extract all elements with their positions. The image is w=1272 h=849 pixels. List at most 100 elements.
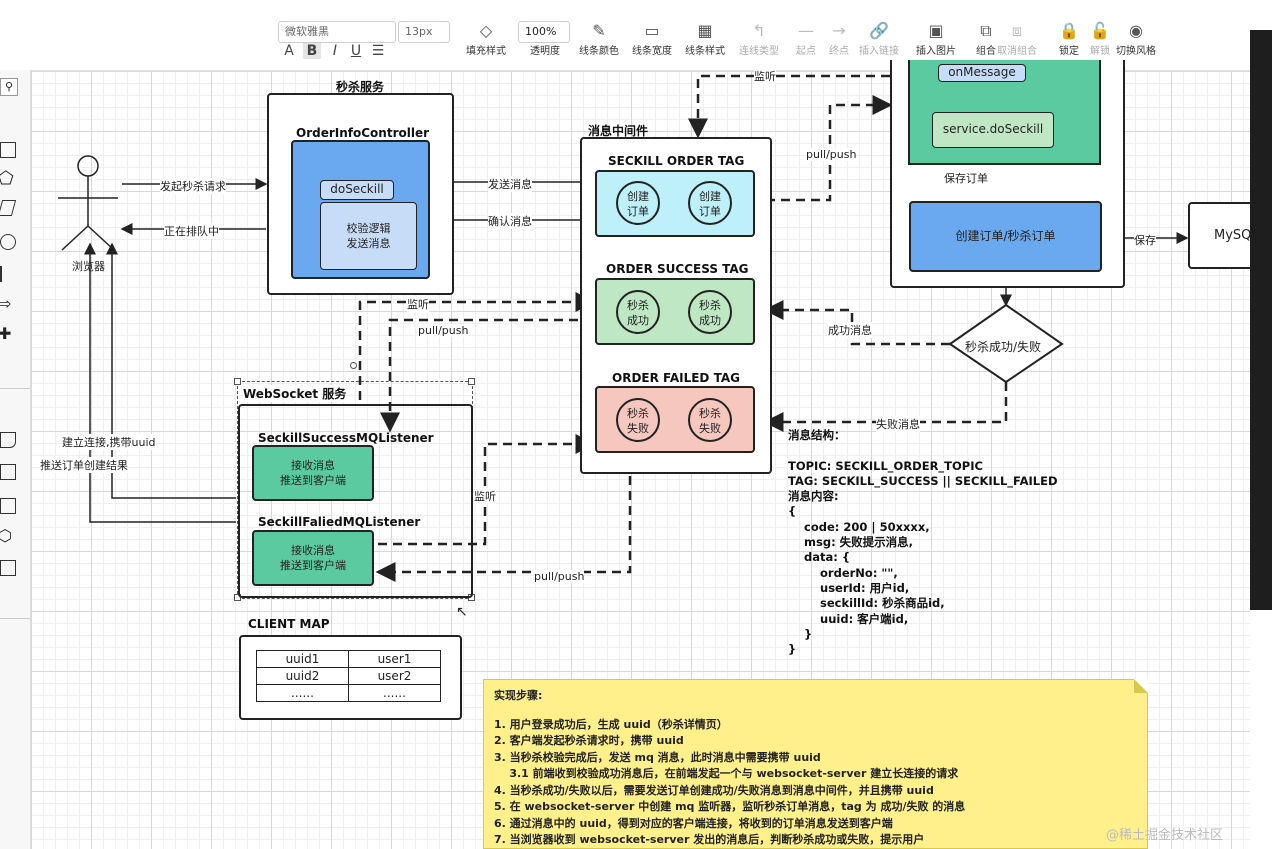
mysql-box[interactable]: MySQ	[1188, 202, 1258, 269]
line-style-button[interactable]: ▦线条样式	[674, 20, 736, 64]
tag-order-title: SECKILL ORDER TAG	[608, 154, 745, 168]
mq-title: 消息中间件	[588, 124, 649, 138]
image-icon: ▣	[928, 21, 944, 40]
opacity-button[interactable]: 透明度	[514, 20, 576, 64]
failed-listener-box[interactable]: 接收消息 推送到客户端	[252, 530, 374, 586]
document-shape-icon[interactable]	[0, 560, 16, 576]
connector-button[interactable]: ↰连线类型	[728, 20, 790, 64]
success-listener-box[interactable]: 接收消息 推送到客户端	[252, 445, 374, 501]
ws-service-box[interactable]	[238, 404, 473, 598]
fill-icon: ◇	[479, 21, 493, 40]
underline-icon[interactable]: U	[350, 43, 362, 59]
tag-success-title: ORDER SUCCESS TAG	[606, 262, 749, 276]
font-size-select[interactable]: 13px	[398, 21, 450, 43]
hexagon-shape-icon[interactable]: ⬡	[0, 526, 12, 545]
unlock-button[interactable]: 🔓解锁	[1069, 20, 1131, 64]
do-seckill-method[interactable]: doSeckill	[320, 180, 394, 200]
connector-push-result	[84, 242, 236, 523]
square-shape-icon[interactable]	[0, 498, 16, 514]
service-do-seckill-box[interactable]: service.doSeckill	[932, 112, 1054, 148]
note-fold-corner	[1134, 679, 1148, 693]
table-cell: uuid2	[256, 667, 349, 685]
create-order-circle-2: 创建 订单	[688, 181, 732, 225]
tag-failed-title: ORDER FAILED TAG	[612, 371, 740, 385]
ws-service-title: WebSocket 服务	[243, 385, 347, 402]
table-cell: uuid1	[256, 650, 349, 668]
ungroup-button[interactable]: ⧈取消组合	[986, 20, 1048, 64]
toolbar-button-label: 切换风格	[1116, 46, 1156, 57]
image-button[interactable]: ▣插入图片	[905, 20, 967, 64]
pull-push-top-label: pull/push	[806, 148, 857, 161]
push-result-label: 推送订单创建结果	[40, 457, 128, 473]
lock-button[interactable]: 🔒锁定	[1038, 20, 1100, 64]
success-circle-1: 秒杀 成功	[616, 290, 660, 334]
line-shape-icon[interactable]	[0, 266, 2, 282]
toolbar-button-label: 起点	[796, 46, 816, 57]
line-width-icon: ▭	[644, 21, 660, 40]
style-button[interactable]: ◉ 切换风格	[1105, 20, 1167, 64]
note-step: 7. 当浏览器收到 websocket-server 发出的消息后，判断秒杀成功…	[494, 833, 925, 846]
arrow-shape-icon[interactable]: ⇨	[0, 294, 12, 313]
group-button[interactable]: ⧉组合	[955, 20, 1017, 64]
validate-logic-box[interactable]: 校验逻辑 发送消息	[320, 202, 417, 270]
align-icon[interactable]: ☰	[371, 43, 385, 59]
browser-label: 浏览器	[72, 260, 105, 273]
cross-shape-icon[interactable]: ✚	[0, 324, 12, 343]
pentagon-shape-icon[interactable]: ⬠	[0, 168, 14, 189]
on-message-method[interactable]: onMessage	[938, 64, 1026, 82]
table-cell: ......	[347, 684, 442, 702]
callout-shape-icon[interactable]	[0, 432, 16, 448]
line-color-icon: ✎	[592, 21, 606, 40]
line-width-button[interactable]: ▭ 线条宽度	[621, 20, 683, 64]
end-point-icon: →	[832, 21, 846, 40]
resize-handle[interactable]	[468, 378, 475, 385]
font-family-select[interactable]: 微软雅黑	[278, 21, 396, 43]
resize-handle[interactable]	[234, 378, 241, 385]
bold-icon[interactable]: B	[303, 43, 321, 59]
connector-listen-top	[688, 74, 890, 139]
send-msg-label: 发送消息	[488, 176, 532, 192]
connector-listen-mid	[358, 292, 596, 400]
connector-fail-msg	[763, 382, 1008, 432]
ungroup-icon: ⧈	[1011, 21, 1023, 40]
note-step: 6. 通过消息中的 uuid，得到对应的客户端连接，将收到的订单消息发送到客户端	[494, 816, 893, 830]
link-button[interactable]: 🔗插入链接	[848, 20, 910, 64]
end-point-button[interactable]: → 终点	[808, 20, 870, 64]
failed-circle-1: 秒杀 失败	[616, 398, 660, 442]
line-color-button[interactable]: ✎线条颜色	[568, 20, 630, 64]
fill-button[interactable]: ◇填充样式	[455, 20, 517, 64]
seckill-service-title: 秒杀服务	[336, 80, 385, 94]
note-step: 4. 当秒杀成功/失败以后，需要发送订单创建成功/失败消息到消息中间件，并且携带…	[494, 783, 934, 797]
create-order-circle-1: 创建 订单	[616, 181, 660, 225]
toolbar: 微软雅黑 13px A B I U ☰ 100% ◇填充样式透明度✎线条颜色 ▭ 线…	[0, 0, 1272, 71]
mouse-cursor-icon: ↖	[456, 604, 468, 620]
implementation-steps-note[interactable]: 实现步骤: 1. 用户登录成功后，生成 uuid（秒杀详情页）2. 客户端发起秒…	[483, 679, 1148, 849]
rectangle-shape-icon[interactable]	[0, 142, 16, 158]
style-icon: ◉	[1129, 21, 1143, 40]
note-step: 3. 当秒杀校验完成后，发送 mq 消息，此时消息中需要携带 uuid	[494, 750, 821, 764]
order-controller-title: OrderInfoController	[296, 126, 430, 140]
italic-icon[interactable]: I	[332, 43, 338, 59]
toolbar-button-label: 线条宽度	[632, 46, 672, 57]
window-shape-icon[interactable]	[0, 464, 16, 480]
connector-pull-push-ws	[375, 476, 632, 582]
ellipse-shape-icon[interactable]	[0, 234, 16, 250]
connector-pull-push-mid	[380, 318, 593, 433]
note-step: 1. 用户登录成功后，生成 uuid（秒杀详情页）	[494, 717, 728, 731]
send-request-label: 发起秒杀请求	[160, 178, 226, 194]
toolbar-button-label: 终点	[829, 46, 849, 57]
rotate-handle[interactable]	[350, 362, 357, 369]
note-title: 实现步骤:	[494, 689, 543, 702]
start-point-button[interactable]: —起点	[775, 20, 837, 64]
listen-ws-label: 监听	[474, 488, 496, 504]
search-icon[interactable]: ⚲	[0, 78, 18, 96]
create-order-box[interactable]: 创建订单/秒杀订单	[909, 201, 1102, 272]
group-icon: ⧉	[980, 21, 992, 40]
opacity-input[interactable]: 100%	[518, 21, 570, 43]
right-panel-edge	[1250, 30, 1272, 610]
font-color-icon[interactable]: A	[284, 43, 294, 59]
unlock-icon: 🔓	[1090, 21, 1110, 40]
connector-icon: ↰	[752, 21, 766, 40]
